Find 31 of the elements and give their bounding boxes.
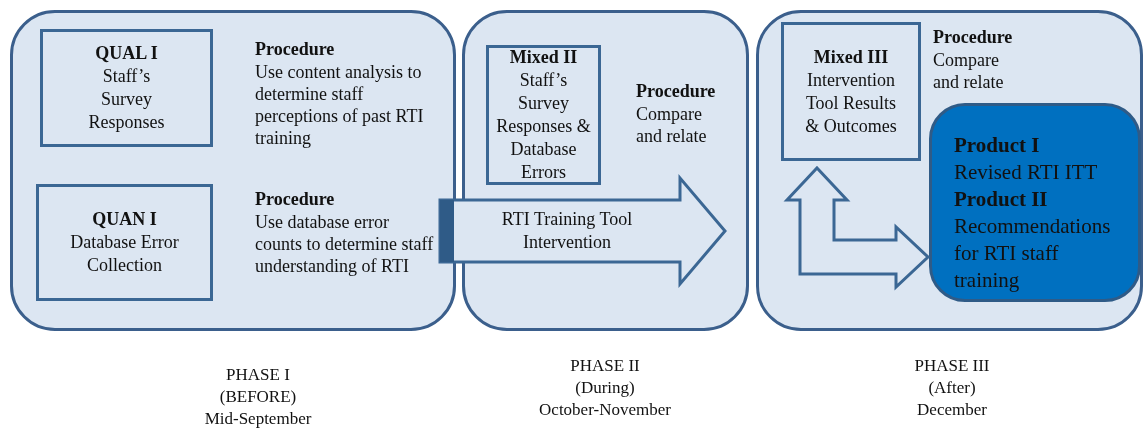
procedure-text: Use content analysis to determine staff perceptions of past RTI training [255, 61, 425, 149]
box-text: Recommendations for RTI staff training [954, 213, 1112, 294]
procedure-text: Use database error counts to determine staff understanding of RTI [255, 211, 435, 277]
procedure-heading: Procedure [255, 188, 336, 210]
phase-panel [10, 10, 456, 331]
procedure-heading: Procedure [255, 38, 336, 60]
product-box [929, 103, 1141, 302]
box-text: Database Error Collection [69, 231, 180, 277]
phase-label: PHASE I (BEFORE) Mid-September [203, 364, 313, 430]
phase-label: PHASE II (During) October-November [538, 355, 672, 421]
procedure-heading: Procedure [933, 26, 1014, 48]
block-arrow [783, 165, 931, 291]
box-heading: Mixed III [813, 45, 889, 69]
procedure-text: Compare and relate [933, 49, 1005, 93]
box-heading: QUAL I [95, 42, 158, 65]
box-heading: Mixed II [509, 46, 578, 69]
process-box [40, 29, 213, 147]
process-box [781, 22, 921, 161]
box-text: Revised RTI ITT [954, 159, 1099, 186]
box-heading: QUAN I [92, 208, 157, 231]
box-heading: Product II [954, 186, 1049, 213]
process-box [486, 45, 601, 185]
box-heading: Product I [954, 132, 1041, 159]
process-box [36, 184, 213, 301]
procedure-text: Compare and relate [636, 103, 708, 147]
box-text: Staff’s Survey Responses & Database Errors [495, 69, 592, 184]
procedure-heading: Procedure [636, 80, 717, 102]
phase-label: PHASE III (After) December [913, 355, 991, 421]
box-text: Intervention Tool Results & Outcomes [804, 68, 898, 138]
phase-panel [756, 10, 1143, 331]
box-text: Staff’s Survey Responses [87, 65, 166, 134]
